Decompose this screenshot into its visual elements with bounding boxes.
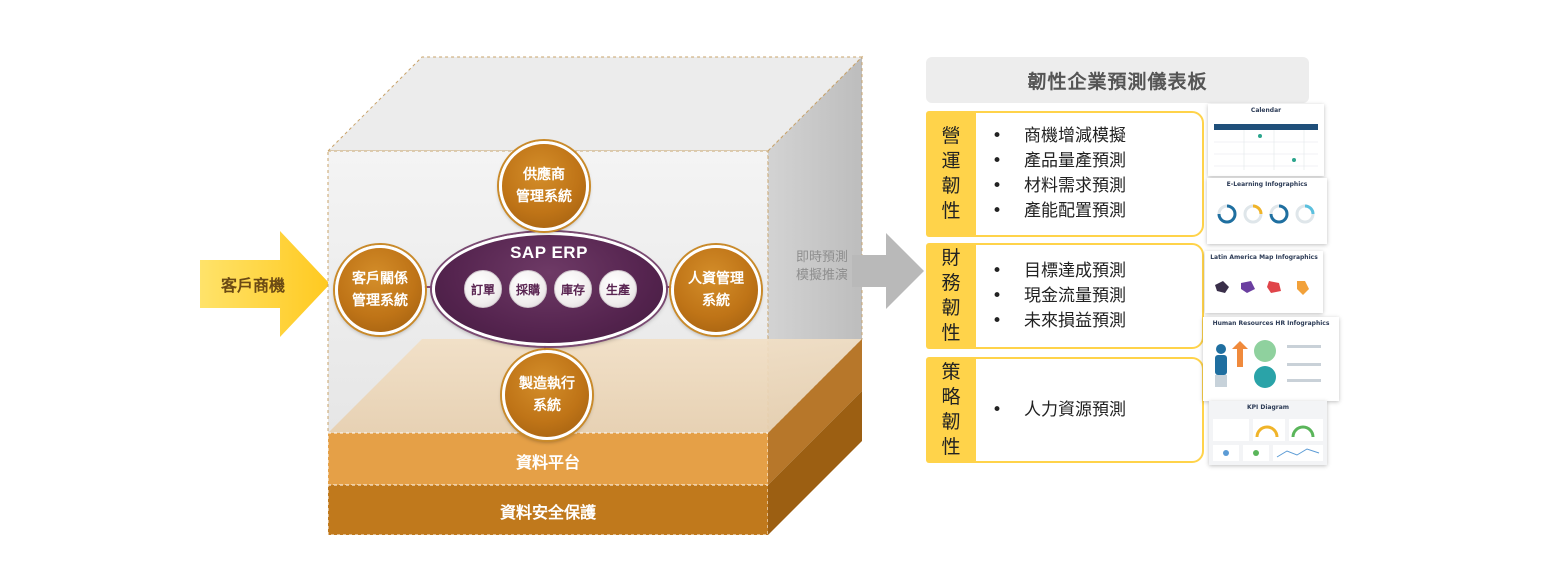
node-label-line: 客戶關係 [352, 271, 408, 287]
strategic-resilience-list: • 人力資源預測 [974, 357, 1204, 463]
customer-opportunity-arrow [200, 231, 330, 337]
thumbnail-title: Latin America Map Infographics [1210, 254, 1318, 261]
section-label-char: 性 [941, 322, 961, 344]
flow-label-line: 模擬推演 [795, 268, 848, 283]
node-label-line: 管理系統 [352, 293, 408, 309]
node-label-line: 管理系統 [516, 189, 572, 205]
section-label-char: 務 [941, 272, 961, 294]
section-label-char: 運 [941, 150, 961, 172]
node-label-line: 製造執行 [519, 376, 575, 392]
data-security-layer: 資料安全保護 [499, 502, 596, 522]
list-item: • 產能配置預測 [992, 199, 1202, 224]
calendar-thumbnail: Calendar [1208, 104, 1324, 176]
kpi-gauges-icon [1213, 419, 1323, 461]
hr-figures-icon [1215, 340, 1321, 388]
operational-resilience-label: 營 運 韌 性 [926, 111, 976, 237]
list-item: • 現金流量預測 [992, 284, 1202, 309]
bullet-icon: • [992, 201, 1003, 221]
list-item-text: 現金流量預測 [1024, 285, 1126, 306]
bullet-icon: • [992, 260, 1003, 281]
kpi-diagram-thumbnail: KPI Diagram [1209, 401, 1327, 465]
list-item: • 人力資源預測 [992, 398, 1202, 423]
financial-resilience-list: • 目標達成預測 • 現金流量預測 • 未來損益預測 [974, 243, 1204, 349]
section-label-char: 策 [941, 361, 961, 383]
operational-resilience-list: • 商機增減模擬 • 產品量產預測 • 材料需求預測 • 產能配置預測 [974, 111, 1204, 237]
thumbnail-title: KPI Diagram [1246, 404, 1289, 411]
supplier-management-system-node: 供應商 管理系統 [499, 141, 589, 231]
calendar-grid-icon [1214, 124, 1318, 170]
list-item: • 目標達成預測 [992, 259, 1202, 284]
hr-infographic-thumbnail: Human Resources HR Infographics [1203, 317, 1339, 401]
list-item: • 未來損益預測 [992, 309, 1202, 334]
map-shapes-icon [1215, 281, 1309, 295]
bullet-icon: • [992, 151, 1003, 171]
list-item-text: 目標達成預測 [1024, 260, 1126, 281]
flow-label-line: 即時預測 [795, 250, 848, 265]
donut-charts-icon [1217, 204, 1315, 224]
section-label-char: 性 [941, 436, 961, 458]
list-item-text: 產能配置預測 [1024, 201, 1126, 221]
realtime-forecast-arrow [852, 233, 924, 309]
bullet-icon: • [992, 126, 1003, 146]
customer-opportunity-label: 客戶商機 [220, 276, 285, 295]
bullet-icon: • [992, 310, 1003, 331]
section-label-char: 韌 [941, 175, 961, 197]
crm-system-node: 客戶關係 管理系統 [335, 245, 425, 335]
thumbnail-title: E-Learning Infographics [1226, 181, 1308, 188]
list-item-text: 未來損益預測 [1024, 310, 1126, 331]
list-item: • 材料需求預測 [992, 174, 1202, 199]
list-item: • 產品量產預測 [992, 149, 1202, 174]
bullet-icon: • [992, 176, 1003, 196]
list-item-text: 產品量產預測 [1024, 151, 1126, 171]
node-label-line: 供應商 [523, 167, 565, 183]
bullet-icon: • [992, 399, 1003, 420]
list-item: • 商機增減模擬 [992, 124, 1202, 149]
financial-resilience-label: 財 務 韌 性 [926, 243, 976, 349]
section-label-char: 性 [941, 200, 961, 222]
realtime-forecast-label: 即時預測 模擬推演 [782, 249, 862, 285]
thumbnail-title: Human Resources HR Infographics [1212, 320, 1330, 327]
bullet-icon: • [992, 285, 1003, 306]
sap-erp-title: SAP ERP [510, 243, 588, 262]
section-label-char: 韌 [941, 411, 961, 433]
thumbnail-title: Calendar [1250, 107, 1282, 114]
node-label-line: 系統 [533, 398, 561, 414]
list-item-text: 人力資源預測 [1024, 399, 1126, 420]
list-item-text: 商機增減模擬 [1024, 126, 1126, 146]
section-label-char: 韌 [941, 297, 961, 319]
data-platform-layer: 資料平台 [515, 453, 580, 472]
mes-system-node: 製造執行 系統 [502, 350, 592, 440]
strategic-resilience-label: 策 略 韌 性 [926, 357, 976, 463]
node-label-line: 系統 [702, 293, 730, 309]
node-label-line: 人資管理 [688, 271, 744, 287]
erp-module-production: 生產 [599, 270, 637, 308]
latam-map-thumbnail: Latin America Map Infographics [1205, 251, 1323, 313]
elearning-thumbnail: E-Learning Infographics [1207, 178, 1327, 244]
section-label-char: 營 [941, 125, 961, 147]
hr-management-system-node: 人資管理 系統 [671, 245, 761, 335]
section-label-char: 財 [941, 247, 961, 269]
erp-module-inventory: 庫存 [554, 270, 592, 308]
section-label-char: 略 [941, 386, 961, 408]
dashboard-title: 韌性企業預測儀表板 [926, 57, 1309, 103]
erp-module-order: 訂單 [464, 270, 502, 308]
erp-module-purchase: 採購 [509, 270, 547, 308]
list-item-text: 材料需求預測 [1024, 176, 1126, 196]
